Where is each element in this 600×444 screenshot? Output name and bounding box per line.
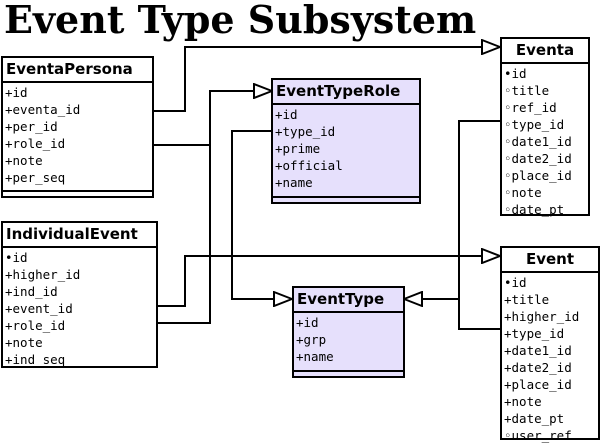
methods-compartment [294, 370, 403, 372]
field: +per_seq [5, 170, 66, 185]
field: +note [504, 394, 542, 409]
class-box-eventa-persona: EventaPersona +id +eventa_id +per_id +ro… [1, 56, 154, 198]
field: +id [296, 315, 319, 330]
field-list: +id +type_id +prime +official +name [273, 105, 419, 191]
field: +higher_id [504, 309, 580, 324]
field: ◦title [504, 83, 550, 98]
field-list: +id +grp +name [294, 313, 403, 365]
field: +id [5, 85, 28, 100]
field: +prime [275, 141, 321, 156]
field: +event_id [5, 301, 73, 316]
edge-eventapersona-eventtyperole [153, 91, 272, 146]
field: +place_id [504, 377, 572, 392]
field-list: +id +eventa_id +per_id +role_id +note +p… [3, 83, 152, 186]
field: +id [275, 107, 298, 122]
class-box-eventa: Eventa •id ◦title ◦ref_id ◦type_id ◦date… [500, 37, 590, 218]
edge-individualevent-eventtyperole [157, 91, 211, 324]
edge-eventtyperole-eventtype [231, 130, 292, 299]
field: +type_id [275, 124, 336, 139]
class-box-event-type: EventType +id +grp +name [292, 286, 405, 378]
field: •id [5, 250, 28, 265]
field: +ind_seq [5, 352, 66, 367]
field: +eventa_id [5, 102, 81, 117]
field: ◦type_id [504, 117, 565, 132]
field: ◦place_id [504, 168, 572, 183]
field: +note [5, 153, 43, 168]
field: •id [504, 275, 527, 290]
field: +per_id [5, 119, 58, 134]
field: +name [275, 175, 313, 190]
field: +note [5, 335, 43, 350]
field-list: •id ◦title ◦ref_id ◦type_id ◦date1_id ◦d… [502, 64, 588, 218]
diagram-title: Event Type Subsystem [4, 0, 477, 42]
field: ◦date2_id [504, 151, 572, 166]
class-name: IndividualEvent [3, 223, 156, 248]
field: ◦date_pt [504, 202, 565, 217]
field: +higher_id [5, 267, 81, 282]
field: ◦note [504, 185, 542, 200]
class-name: Eventa [502, 39, 588, 64]
edge-eventa-eventtype [458, 120, 500, 299]
methods-compartment [3, 190, 152, 192]
field: ◦user_ref [504, 428, 572, 443]
class-name: Event [502, 248, 598, 273]
field: +title [504, 292, 550, 307]
edge-event-eventtype [404, 299, 500, 330]
class-name: EventTypeRole [273, 80, 419, 105]
class-name: EventaPersona [3, 58, 152, 83]
methods-compartment [273, 196, 419, 198]
class-name: EventType [294, 288, 403, 313]
field: +date2_id [504, 360, 572, 375]
field: +role_id [5, 136, 66, 151]
field: +role_id [5, 318, 66, 333]
edge-individualevent-event [157, 256, 500, 307]
edge-eventapersona-eventa [153, 47, 500, 112]
class-box-event-type-role: EventTypeRole +id +type_id +prime +offic… [271, 78, 421, 204]
field: +ind_id [5, 284, 58, 299]
field: +type_id [504, 326, 565, 341]
field-list: •id +higher_id +ind_id +event_id +role_i… [3, 248, 156, 368]
field: +grp [296, 332, 327, 347]
class-box-event: Event •id +title +higher_id +type_id +da… [500, 246, 600, 443]
field: +date1_id [504, 343, 572, 358]
field: ◦date1_id [504, 134, 572, 149]
class-box-individual-event: IndividualEvent •id +higher_id +ind_id +… [1, 221, 158, 368]
field: +date_pt [504, 411, 565, 426]
field-list: •id +title +higher_id +type_id +date1_id… [502, 273, 598, 444]
field: +official [275, 158, 343, 173]
field: •id [504, 66, 527, 81]
field: ◦ref_id [504, 100, 557, 115]
field: +name [296, 349, 334, 364]
